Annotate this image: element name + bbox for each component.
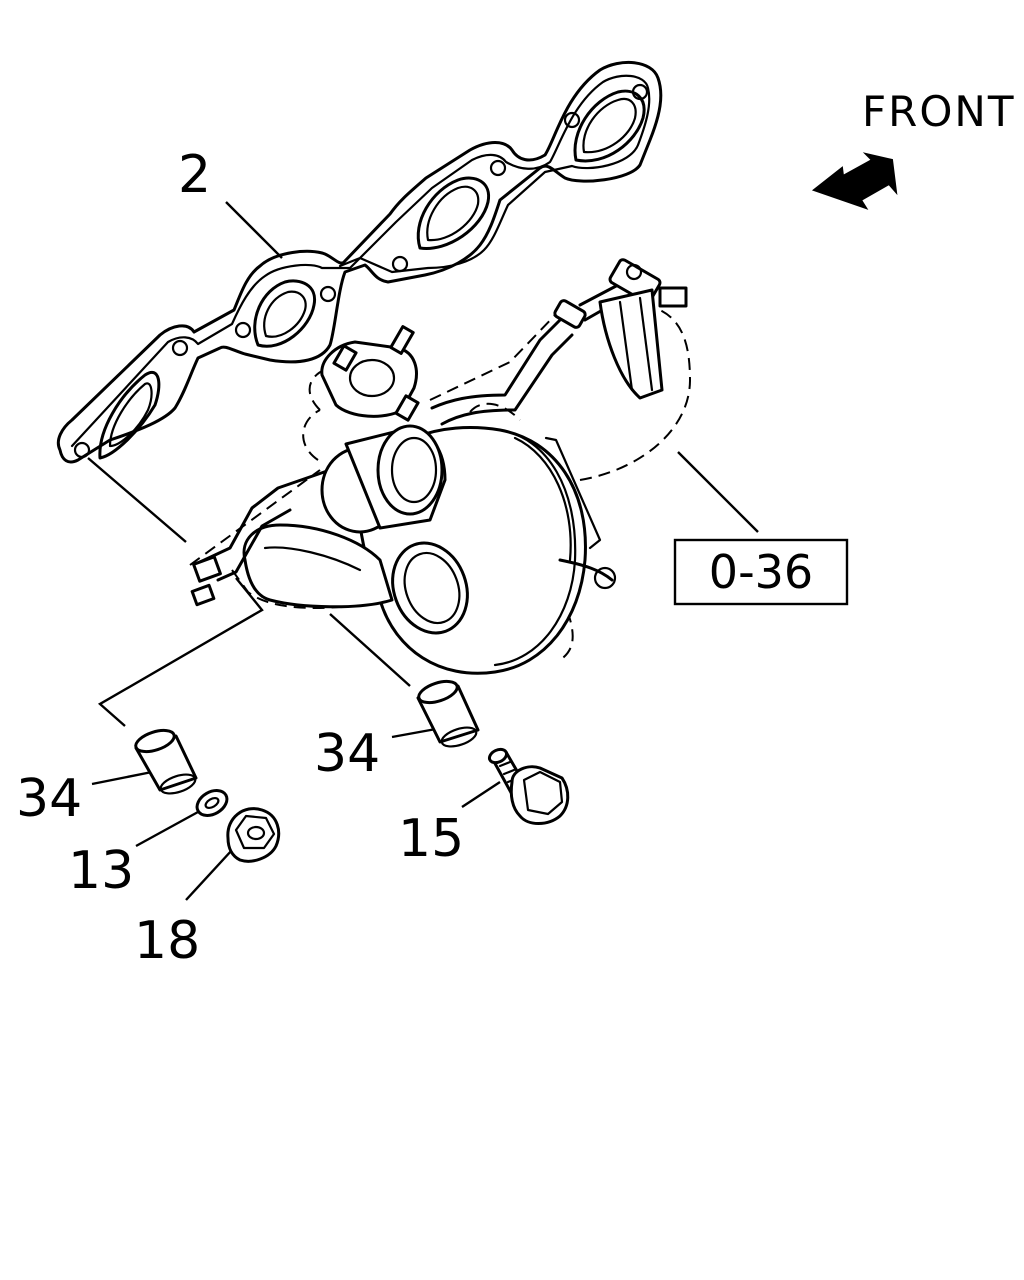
reference-box-label: 0-36 (709, 545, 813, 599)
callout-nut: 18 (134, 911, 200, 971)
exhaust-manifold-gasket (56, 60, 663, 464)
callout-washer: 13 (68, 841, 134, 901)
leader-lines (87, 201, 759, 901)
reference-box: 0-36 (673, 538, 849, 606)
front-label: FRONT (862, 87, 1015, 136)
callout-stud-pipe-left: 34 (16, 769, 82, 829)
turbocharger-assembly (189, 258, 692, 675)
callout-bolt: 15 (398, 809, 464, 869)
flange-nut (226, 807, 281, 863)
front-indicator: FRONT (811, 87, 1015, 210)
callout-gasket: 2 (178, 145, 211, 205)
flange-bolt (487, 747, 570, 825)
front-arrow-icon (811, 152, 898, 210)
stud-pipe-right (416, 679, 480, 748)
callout-labels: 2 34 34 13 15 18 (16, 145, 464, 971)
washer (195, 789, 229, 817)
stud-pipe-left (134, 728, 198, 795)
callout-stud-pipe-right: 34 (314, 724, 380, 784)
